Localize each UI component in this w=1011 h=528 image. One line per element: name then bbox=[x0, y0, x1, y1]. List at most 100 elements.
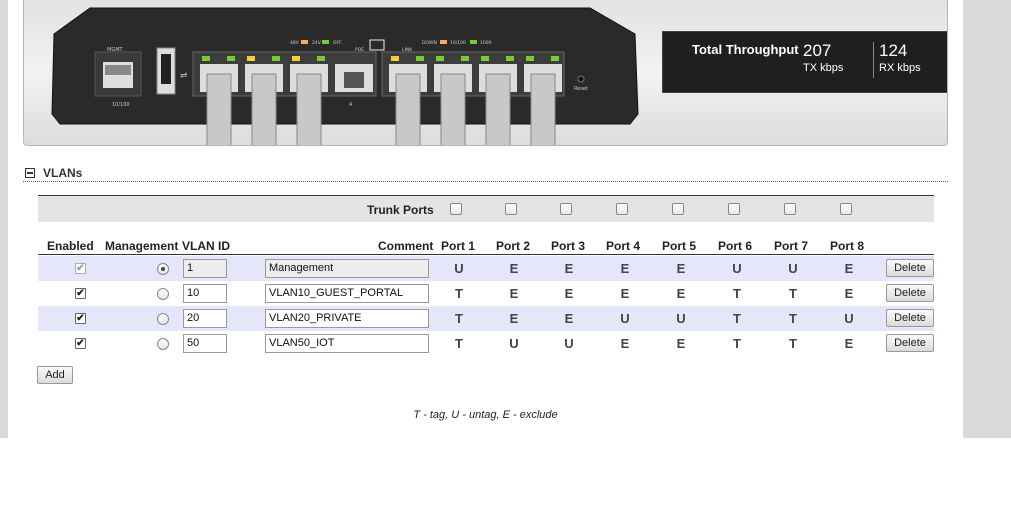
trunk-ports-label: Trunk Ports bbox=[367, 203, 434, 217]
trunk-port-5-checkbox[interactable] bbox=[672, 203, 684, 215]
port-5-mode[interactable]: U bbox=[676, 311, 686, 326]
header-vlan-id: VLAN ID bbox=[182, 239, 230, 253]
mgmt-port-label: MGMT bbox=[107, 47, 124, 53]
vlan-row: ✔ 20 VLAN20_PRIVATE T E E U U T T U Dele… bbox=[38, 306, 934, 331]
throughput-divider bbox=[873, 42, 874, 78]
port-8-mode[interactable]: E bbox=[844, 261, 854, 276]
header-port-5: Port 5 bbox=[662, 239, 697, 253]
port-6-mode[interactable]: T bbox=[733, 311, 741, 326]
vlan-id-input[interactable]: 1 bbox=[183, 259, 227, 278]
vlan-row: ✔ 1 Management U E E E E U U E Delete bbox=[38, 256, 934, 281]
management-radio[interactable] bbox=[157, 313, 169, 325]
header-management: Management bbox=[105, 239, 179, 253]
management-radio[interactable] bbox=[157, 288, 169, 300]
indicator-down-label: DOWN bbox=[422, 40, 437, 46]
port-1-mode[interactable]: T bbox=[455, 286, 463, 301]
header-comment: Comment bbox=[378, 239, 434, 253]
rx-unit: RX kbps bbox=[879, 62, 921, 74]
port-8-mode[interactable]: E bbox=[844, 286, 854, 301]
header-port-8: Port 8 bbox=[830, 239, 865, 253]
port-6-mode[interactable]: T bbox=[733, 286, 741, 301]
header-port-4: Port 4 bbox=[606, 239, 641, 253]
comment-input[interactable]: VLAN10_GUEST_PORTAL bbox=[265, 284, 429, 303]
port-7-mode[interactable]: T bbox=[789, 311, 797, 326]
tx-block: 207 TX kbps bbox=[803, 41, 843, 75]
trunk-port-7-checkbox[interactable] bbox=[784, 203, 796, 215]
port-6-mode[interactable]: T bbox=[733, 336, 741, 351]
trunk-port-8-checkbox[interactable] bbox=[840, 203, 852, 215]
vlan-row: ✔ 50 VLAN50_IOT T U U E E T T E Delete bbox=[38, 331, 934, 356]
vlan-id-input[interactable]: 50 bbox=[183, 334, 227, 353]
svg-text:⇌: ⇌ bbox=[180, 71, 188, 81]
comment-input[interactable]: VLAN20_PRIVATE bbox=[265, 309, 429, 328]
port-4-mode[interactable]: E bbox=[620, 336, 630, 351]
management-radio[interactable] bbox=[157, 338, 169, 350]
port-4-mode[interactable]: E bbox=[620, 261, 630, 276]
port-7-mode[interactable]: U bbox=[788, 261, 798, 276]
port-2-mode[interactable]: E bbox=[509, 261, 519, 276]
port-1-mode[interactable]: T bbox=[455, 336, 463, 351]
vlan-id-input[interactable]: 20 bbox=[183, 309, 227, 328]
port-3-mode[interactable]: U bbox=[564, 336, 574, 351]
trunk-port-3-checkbox[interactable] bbox=[560, 203, 572, 215]
header-port-7: Port 7 bbox=[774, 239, 809, 253]
indicator-24v-label: 24V bbox=[312, 40, 322, 46]
trunk-port-4-checkbox[interactable] bbox=[616, 203, 628, 215]
delete-button[interactable]: Delete bbox=[886, 309, 934, 327]
main-content: MGMT ⇌ bbox=[8, 0, 963, 438]
port-2-mode[interactable]: U bbox=[509, 336, 519, 351]
left-frame bbox=[0, 0, 8, 438]
tx-value: 207 bbox=[803, 41, 832, 60]
port-4-mode[interactable]: U bbox=[620, 311, 630, 326]
port-5-mode[interactable]: E bbox=[676, 261, 686, 276]
indicator-1000-label: 1000 bbox=[480, 40, 492, 46]
port-1-mode[interactable]: U bbox=[454, 261, 464, 276]
vlan-row: ✔ 10 VLAN10_GUEST_PORTAL T E E E E T T E… bbox=[38, 281, 934, 306]
indicator-off-label: OFF bbox=[333, 40, 342, 46]
header-enabled: Enabled bbox=[47, 239, 94, 253]
port-4-mode[interactable]: E bbox=[620, 286, 630, 301]
indicator-10-100-label: 10/100 bbox=[450, 40, 466, 46]
comment-input[interactable]: VLAN50_IOT bbox=[265, 334, 429, 353]
port-6-mode[interactable]: U bbox=[732, 261, 742, 276]
comment-input[interactable]: Management bbox=[265, 259, 429, 278]
port-8-mode[interactable]: E bbox=[844, 336, 854, 351]
port-1-mode[interactable]: T bbox=[455, 311, 463, 326]
add-button[interactable]: Add bbox=[37, 366, 73, 384]
indicator-48v-label: 48V bbox=[290, 40, 300, 46]
enabled-checkbox[interactable]: ✔ bbox=[75, 313, 86, 324]
mgmt-speed-label: 10/100 bbox=[112, 102, 130, 108]
port-7-mode[interactable]: T bbox=[789, 286, 797, 301]
vlans-section-header: VLANs bbox=[23, 164, 948, 182]
enabled-checkbox[interactable]: ✔ bbox=[75, 288, 86, 299]
port-7-mode[interactable]: T bbox=[789, 336, 797, 351]
enabled-checkbox[interactable]: ✔ bbox=[75, 263, 86, 274]
port-3-mode[interactable]: E bbox=[564, 286, 574, 301]
port-number-label: 4 bbox=[349, 102, 352, 108]
delete-button[interactable]: Delete bbox=[886, 284, 934, 302]
trunk-port-2-checkbox[interactable] bbox=[505, 203, 517, 215]
delete-button[interactable]: Delete bbox=[886, 259, 934, 277]
vlan-id-input[interactable]: 10 bbox=[183, 284, 227, 303]
trunk-port-1-checkbox[interactable] bbox=[450, 203, 462, 215]
trunk-port-6-checkbox[interactable] bbox=[728, 203, 740, 215]
mode-legend: T - tag, U - untag, E - exclude bbox=[413, 409, 558, 421]
header-port-3: Port 3 bbox=[551, 239, 586, 253]
header-port-1: Port 1 bbox=[441, 239, 476, 253]
throughput-label: Total Throughput bbox=[692, 42, 799, 57]
port-3-mode[interactable]: E bbox=[564, 311, 574, 326]
management-radio[interactable] bbox=[157, 263, 169, 275]
delete-button[interactable]: Delete bbox=[886, 334, 934, 352]
port-8-mode[interactable]: U bbox=[844, 311, 854, 326]
port-5-mode[interactable]: E bbox=[676, 336, 686, 351]
enabled-checkbox[interactable]: ✔ bbox=[75, 338, 86, 349]
port-5-mode[interactable]: E bbox=[676, 286, 686, 301]
port-2-mode[interactable]: E bbox=[509, 311, 519, 326]
tx-unit: TX kbps bbox=[803, 62, 844, 74]
port-2-mode[interactable]: E bbox=[509, 286, 519, 301]
device-panel: MGMT ⇌ bbox=[23, 0, 948, 146]
collapse-icon[interactable] bbox=[25, 168, 35, 178]
throughput-panel: Total Throughput 207 TX kbps 124 RX kbps bbox=[662, 31, 947, 93]
port-3-mode[interactable]: E bbox=[564, 261, 574, 276]
router-device-image: MGMT ⇌ bbox=[51, 7, 639, 145]
